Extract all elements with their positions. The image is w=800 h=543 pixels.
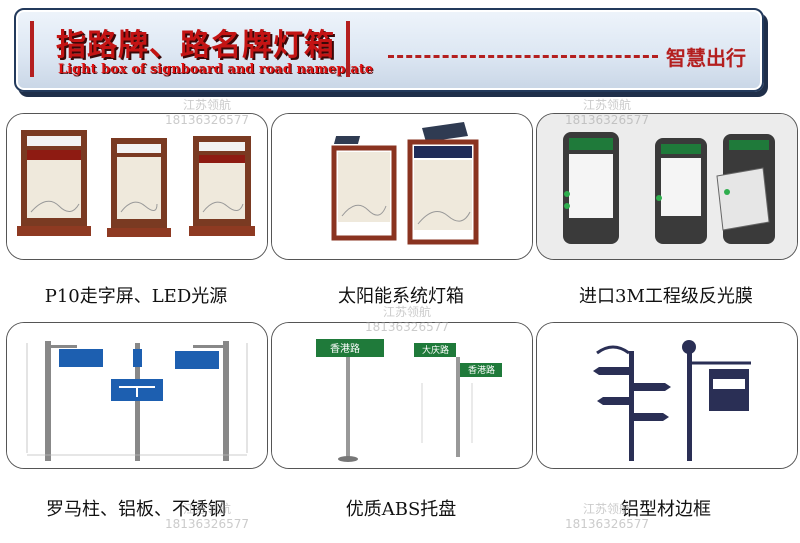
product-caption-aluminum: 铝型材边框 (621, 499, 711, 520)
accent-bar-left (30, 21, 34, 77)
signpost-drawing (537, 323, 797, 468)
product-card-abs[interactable]: 香港路 大庆路 香港路 (271, 322, 533, 469)
product-caption-solar: 太阳能系统灯箱 (338, 286, 464, 307)
accent-bar-mid (346, 21, 350, 77)
page-subtitle-english: Light box of signboard and road nameplat… (58, 62, 374, 77)
street-sign-label-c: 香港路 (468, 366, 496, 376)
product-card-roman-pillar[interactable] (6, 322, 268, 469)
header-banner: 指路牌、路名牌灯箱 Light box of signboard and roa… (14, 8, 764, 92)
street-sign-drawing (272, 323, 532, 468)
dashed-divider (388, 55, 658, 58)
product-caption-roman-pillar: 罗马柱、铝板、不锈钢 (46, 499, 226, 520)
page-title: 指路牌、路名牌灯箱 (56, 28, 335, 63)
product-caption-3m: 进口3M工程级反光膜 (579, 286, 753, 307)
road-sign-drawing (7, 323, 267, 468)
lightbox-photo (7, 114, 267, 259)
product-card-solar[interactable] (271, 113, 533, 260)
reflective-sign-photo (537, 114, 797, 259)
solar-lightbox-photo (272, 114, 532, 259)
product-caption-abs: 优质ABS托盘 (345, 499, 457, 520)
product-card-led[interactable] (6, 113, 268, 260)
product-caption-led: P10走字屏、LED光源 (44, 286, 228, 307)
product-card-aluminum[interactable] (536, 322, 798, 469)
street-sign-label-a: 香港路 (330, 344, 360, 355)
product-card-3m[interactable] (536, 113, 798, 260)
slogan: 智慧出行 (666, 46, 746, 70)
street-sign-label-b: 大庆路 (422, 346, 450, 356)
